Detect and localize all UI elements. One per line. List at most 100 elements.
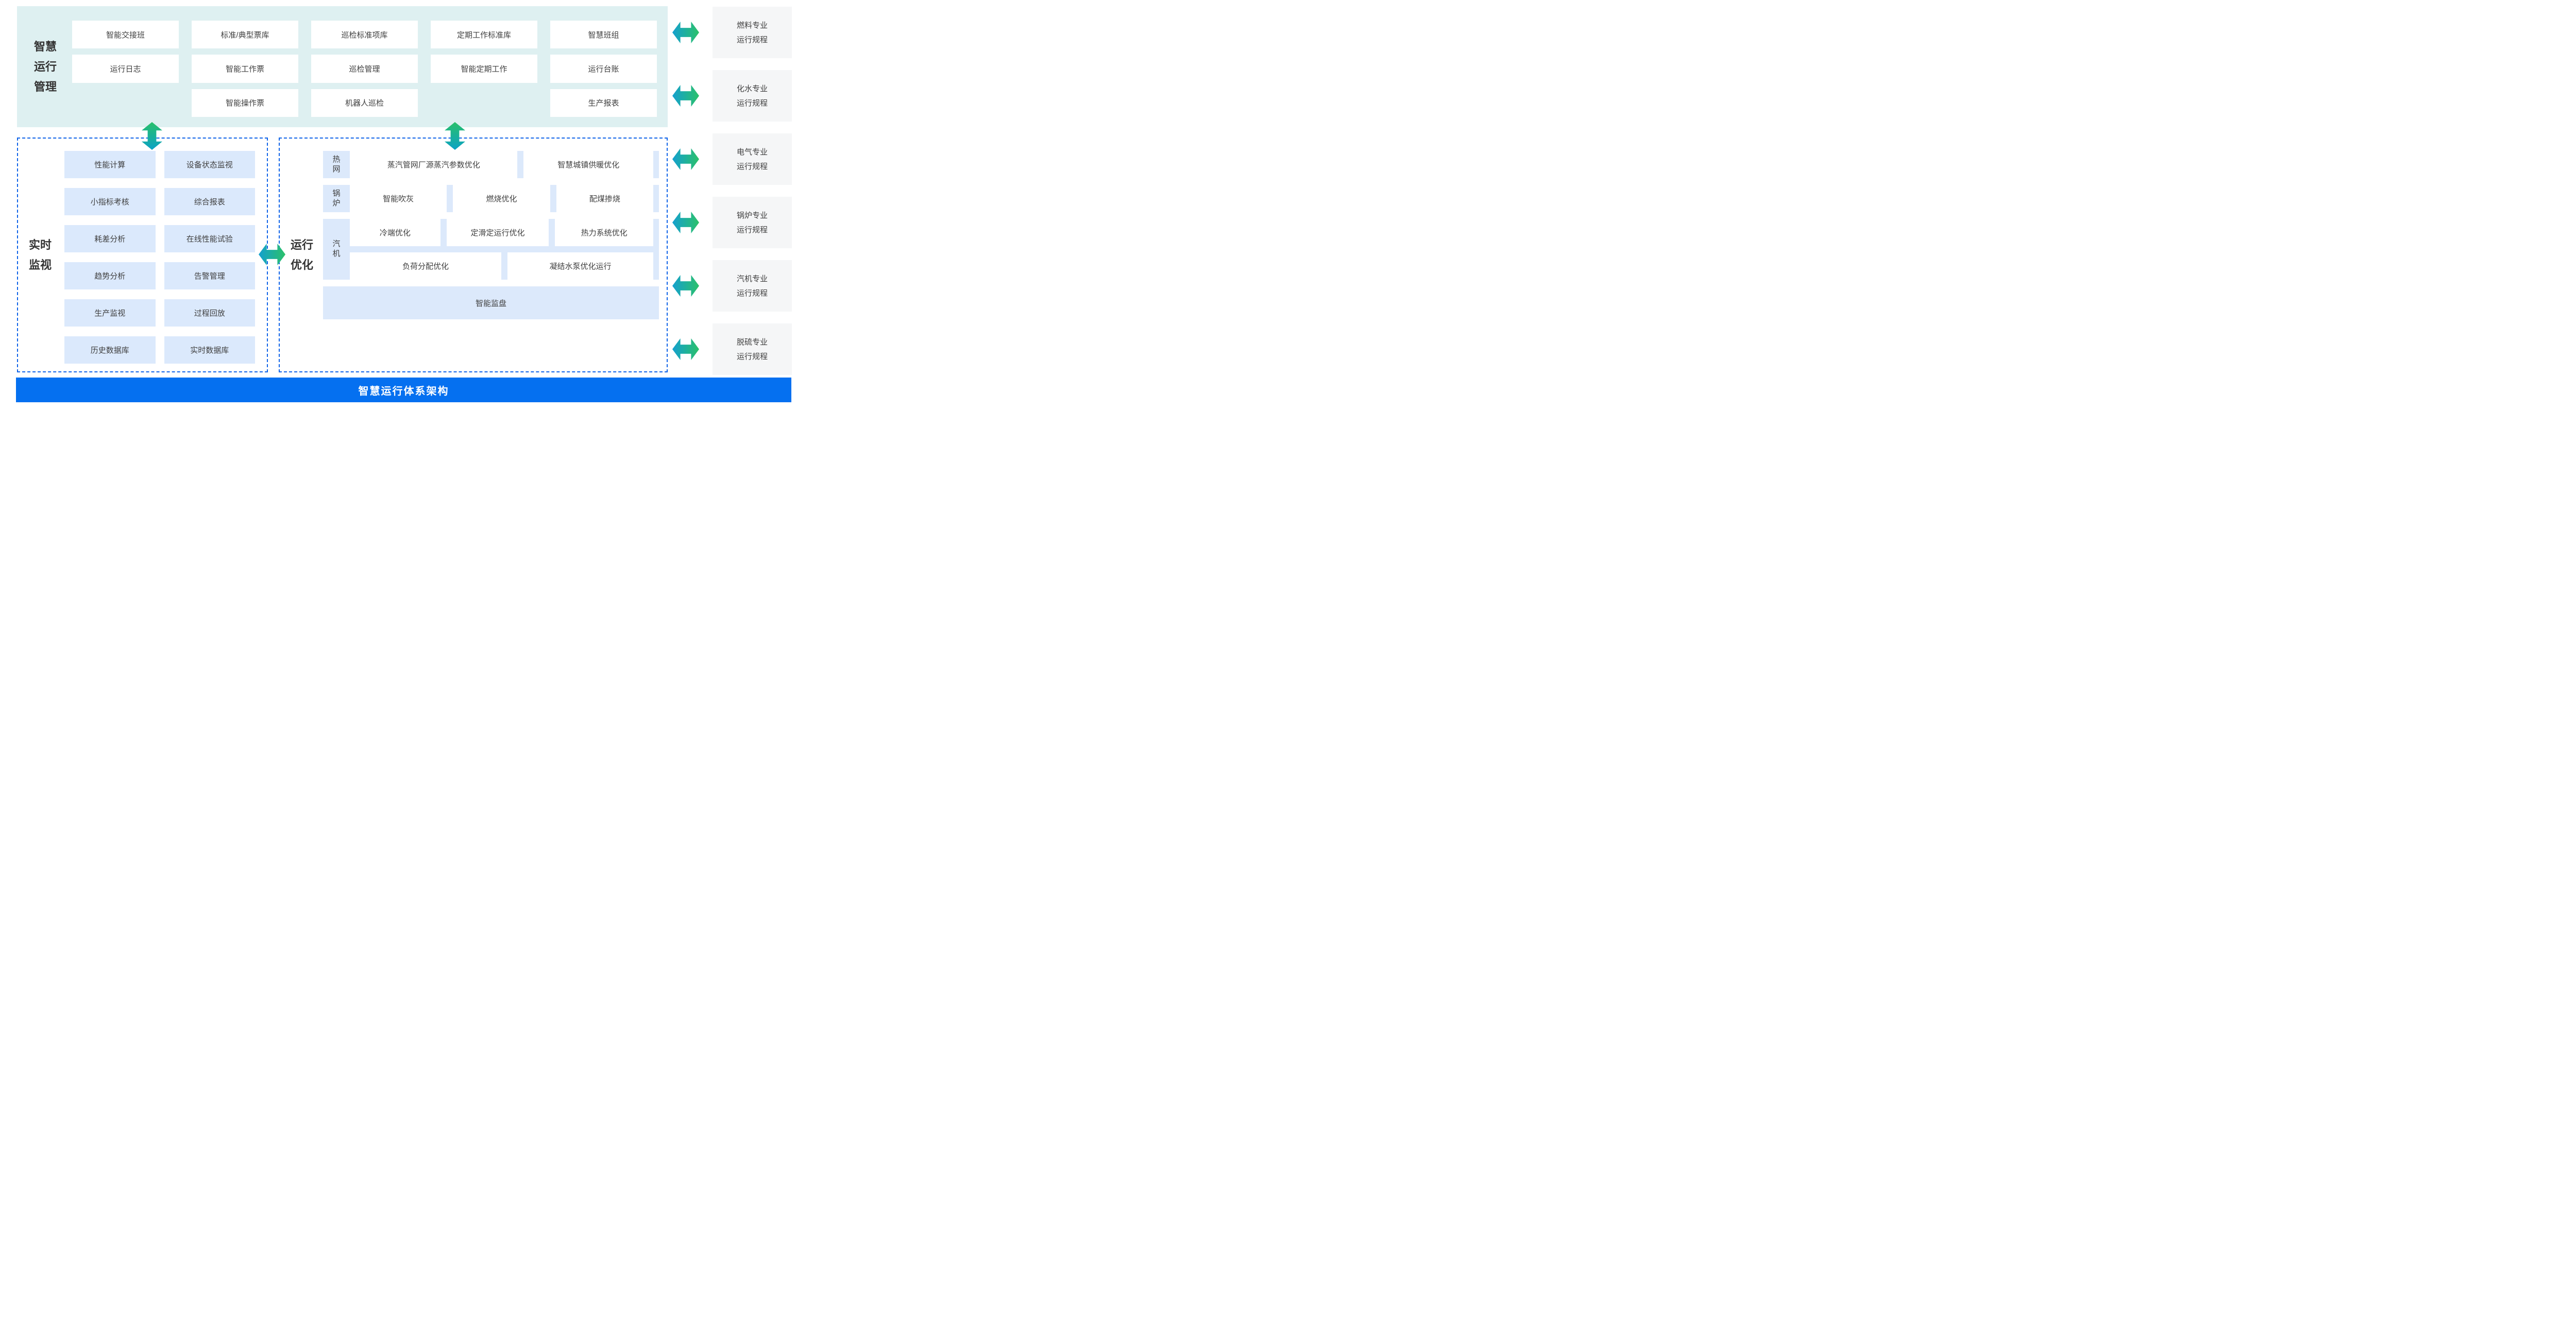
- top-box: 巡检管理: [311, 55, 418, 83]
- group-label: 热网: [323, 155, 350, 175]
- double-arrow-horizontal-icon: [672, 22, 699, 43]
- spec-line: 电气专业: [736, 147, 768, 157]
- top-box: 智能操作票: [192, 89, 298, 117]
- group-box: 蒸汽管网厂源蒸汽参数优化: [350, 151, 518, 178]
- label-line: 运行: [290, 238, 313, 251]
- group-box: 智慧城镇供暖优化: [523, 151, 653, 178]
- group-boxes: 智能吹灰燃烧优化配煤掺烧: [350, 185, 653, 212]
- section-label-management: 智慧运行管理: [17, 6, 74, 127]
- spec-box: 汽机专业运行规程: [713, 260, 792, 312]
- label-line: 智慧: [33, 40, 57, 53]
- group-boxes: 蒸汽管网厂源蒸汽参数优化智慧城镇供暖优化: [350, 151, 653, 178]
- group-label-char: 网: [332, 164, 341, 174]
- group-box: 热力系统优化: [555, 219, 653, 246]
- top-box: 标准/典型票库: [192, 21, 298, 49]
- spec-regulation-list: 燃料专业运行规程化水专业运行规程电气专业运行规程锅炉专业运行规程汽机专业运行规程…: [672, 7, 792, 387]
- top-box: 智能交接班: [72, 21, 179, 49]
- monitor-box: 告警管理: [164, 262, 255, 289]
- monitor-box: 实时数据库: [164, 336, 255, 364]
- section-label-optimize: 运行优化: [280, 139, 324, 371]
- smart-monitoring-bar: 智能监盘: [323, 286, 659, 319]
- group-label-char: 汽: [332, 239, 341, 249]
- spec-regulation-item: 燃料专业运行规程: [672, 7, 792, 58]
- group-box: 定滑定运行优化: [446, 219, 549, 246]
- group-label: 锅炉: [323, 189, 350, 209]
- operation-optimize-panel: 运行优化 热网蒸汽管网厂源蒸汽参数优化智慧城镇供暖优化锅炉智能吹灰燃烧优化配煤掺…: [279, 138, 668, 372]
- group-label: 汽机: [323, 239, 350, 259]
- spec-line: 运行规程: [736, 162, 768, 171]
- spec-box: 化水专业运行规程: [713, 70, 792, 122]
- top-box: 运行日志: [72, 55, 179, 83]
- footer-bar: 智慧运行体系架构: [16, 378, 791, 402]
- monitor-box: 综合报表: [164, 188, 255, 215]
- top-box: 智慧班组: [550, 21, 657, 49]
- smart-operation-management-section: 智慧运行管理 智能交接班运行日志标准/典型票库智能工作票智能操作票 巡检标准项库巡…: [17, 6, 668, 127]
- group-box-row: 智能吹灰燃烧优化配煤掺烧: [350, 185, 653, 212]
- group-box: 冷端优化: [350, 219, 440, 246]
- spec-line: 运行规程: [736, 98, 768, 108]
- spec-line: 运行规程: [736, 35, 768, 44]
- top-box: 定期工作标准库: [431, 21, 537, 49]
- group-label-char: 热: [332, 155, 341, 164]
- group-label-char: 机: [332, 249, 341, 258]
- top-box: 机器人巡检: [311, 89, 418, 117]
- spec-regulation-item: 化水专业运行规程: [672, 70, 792, 122]
- double-arrow-horizontal-icon: [672, 275, 699, 297]
- label-line: 运行: [33, 60, 57, 73]
- monitor-box: 小指标考核: [64, 188, 156, 215]
- group-box-row: 冷端优化定滑定运行优化热力系统优化: [350, 219, 653, 246]
- top-box: 生产报表: [550, 89, 657, 117]
- footer-title: 智慧运行体系架构: [358, 385, 449, 397]
- group-box: 负荷分配优化: [350, 252, 502, 280]
- group-row: 汽机冷端优化定滑定运行优化热力系统优化负荷分配优化凝结水泵优化运行: [323, 219, 659, 280]
- group-row: 锅炉智能吹灰燃烧优化配煤掺烧: [323, 185, 659, 212]
- spec-regulation-item: 脱硫专业运行规程: [672, 323, 792, 375]
- monitor-box: 过程回放: [164, 299, 255, 327]
- spec-line: 运行规程: [736, 288, 768, 298]
- spec-regulation-item: 电气专业运行规程: [672, 133, 792, 185]
- spec-regulation-item: 锅炉专业运行规程: [672, 197, 792, 248]
- spec-box: 锅炉专业运行规程: [713, 197, 792, 248]
- group-label-char: 炉: [332, 198, 341, 208]
- monitor-box: 趋势分析: [64, 262, 156, 289]
- spec-regulation-item: 汽机专业运行规程: [672, 260, 792, 312]
- group-box-row: 蒸汽管网厂源蒸汽参数优化智慧城镇供暖优化: [350, 151, 653, 178]
- label-line: 监视: [28, 258, 52, 271]
- monitor-box: 性能计算: [64, 151, 156, 178]
- top-box: 巡检标准项库: [311, 21, 418, 49]
- monitor-box: 在线性能试验: [164, 225, 255, 252]
- optimize-groups: 热网蒸汽管网厂源蒸汽参数优化智慧城镇供暖优化锅炉智能吹灰燃烧优化配煤掺烧汽机冷端…: [323, 151, 659, 319]
- management-box-grid: 智能交接班运行日志标准/典型票库智能工作票智能操作票 巡检标准项库巡检管理机器人巡…: [72, 21, 657, 117]
- top-box: 智能定期工作: [431, 55, 537, 83]
- spec-line: 锅炉专业: [736, 211, 768, 220]
- label-line: 管理: [33, 80, 57, 93]
- top-box: 智能工作票: [192, 55, 298, 83]
- monitor-box: 历史数据库: [64, 336, 156, 364]
- spec-line: 化水专业: [736, 84, 768, 93]
- spec-line: 运行规程: [736, 225, 768, 234]
- group-box: 燃烧优化: [453, 185, 550, 212]
- monitor-box: 设备状态监视: [164, 151, 255, 178]
- monitor-box: 生产监视: [64, 299, 156, 327]
- top-box: 运行台账: [550, 55, 657, 83]
- label-line: 实时: [28, 238, 52, 251]
- section-label-realtime: 实时监视: [18, 139, 62, 371]
- spec-box: 燃料专业运行规程: [713, 7, 792, 58]
- spec-line: 燃料专业: [736, 21, 768, 30]
- group-label-char: 锅: [332, 189, 341, 198]
- spec-box: 电气专业运行规程: [713, 133, 792, 185]
- group-boxes: 冷端优化定滑定运行优化热力系统优化负荷分配优化凝结水泵优化运行: [350, 219, 653, 280]
- realtime-monitor-panel: 实时监视 性能计算设备状态监视小指标考核综合报表耗差分析在线性能试验趋势分析告警…: [17, 138, 268, 372]
- spec-line: 脱硫专业: [736, 337, 768, 347]
- spec-line: 汽机专业: [736, 274, 768, 283]
- group-box-row: 负荷分配优化凝结水泵优化运行: [350, 252, 653, 280]
- double-arrow-horizontal-icon: [672, 338, 699, 360]
- monitor-box: 耗差分析: [64, 225, 156, 252]
- double-arrow-horizontal-icon: [672, 148, 699, 170]
- architecture-diagram: 智慧运行管理 智能交接班运行日志标准/典型票库智能工作票智能操作票巡检标准项库巡…: [0, 0, 805, 412]
- group-box: 智能吹灰: [350, 185, 447, 212]
- double-arrow-horizontal-icon: [672, 85, 699, 107]
- group-box: 凝结水泵优化运行: [507, 252, 653, 280]
- realtime-box-grid: 性能计算设备状态监视小指标考核综合报表耗差分析在线性能试验趋势分析告警管理生产监…: [64, 151, 255, 364]
- spec-line: 运行规程: [736, 352, 768, 361]
